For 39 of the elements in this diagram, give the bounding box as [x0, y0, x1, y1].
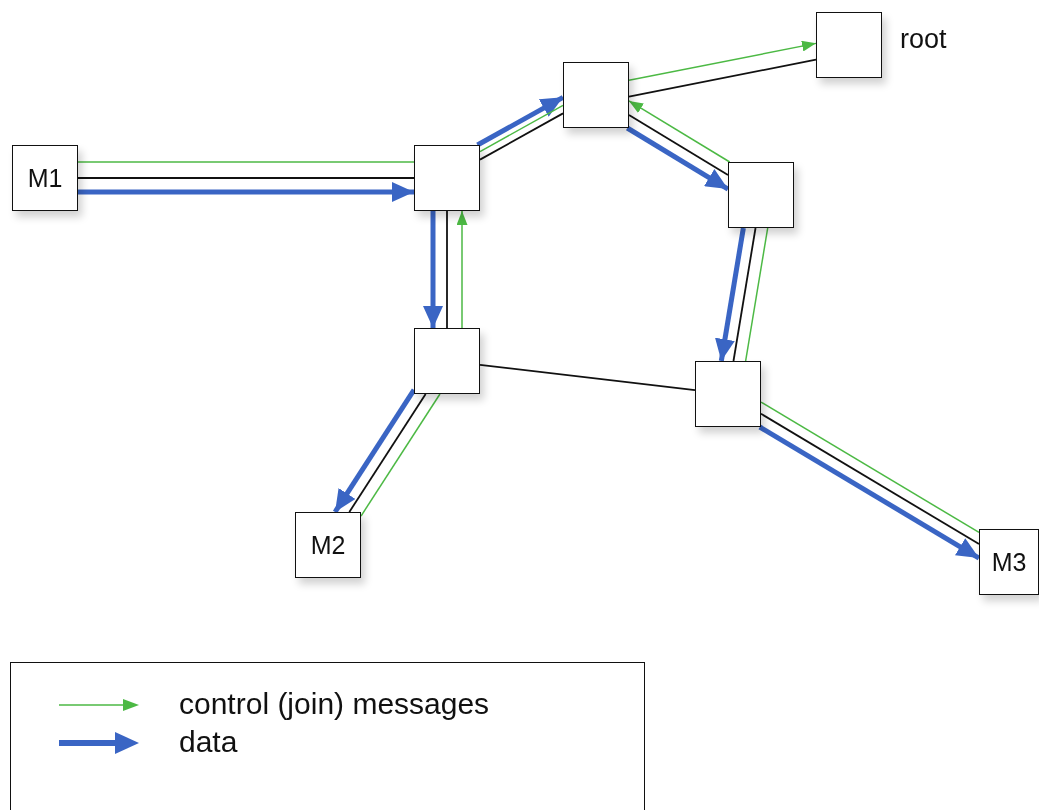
node-label: M1: [27, 163, 63, 193]
connector-line: [628, 58, 817, 98]
connector-line: [348, 393, 427, 513]
thick-arrow: [758, 424, 981, 561]
thick-arrow: [78, 182, 414, 202]
thick-arrow: [423, 211, 443, 328]
connector-line: [77, 177, 415, 179]
connector-line: [446, 210, 448, 329]
arrow: [628, 100, 731, 163]
node-box: [563, 62, 629, 128]
thick-arrow: [715, 227, 746, 362]
node-label: root: [900, 24, 947, 55]
node-box: [295, 512, 361, 578]
connector-line: [479, 364, 696, 392]
connector-line: [360, 393, 441, 517]
connector-line: [479, 112, 564, 161]
connector-line: [479, 104, 564, 153]
node-box: [728, 162, 794, 228]
node-box: [414, 328, 480, 394]
legend-label: data: [179, 725, 238, 759]
node-label: M2: [310, 530, 346, 560]
node-box: [12, 145, 78, 211]
connector-line: [760, 401, 980, 534]
arrow: [628, 40, 817, 82]
connector-line: [77, 161, 415, 163]
thick-arrow: [332, 388, 417, 514]
node-label: M3: [991, 547, 1027, 577]
legend-label: control (join) messages: [179, 687, 490, 721]
connector-line: [732, 227, 757, 362]
connector-line: [744, 227, 769, 362]
thick-arrow: [476, 95, 565, 148]
connector-line: [628, 114, 729, 176]
node-box: [816, 12, 882, 78]
arrow: [456, 210, 468, 329]
connector-line: [760, 412, 980, 545]
node-box: [414, 145, 480, 211]
node-box: [695, 361, 761, 427]
node-box: [979, 529, 1039, 595]
thick-arrow: [626, 125, 730, 192]
